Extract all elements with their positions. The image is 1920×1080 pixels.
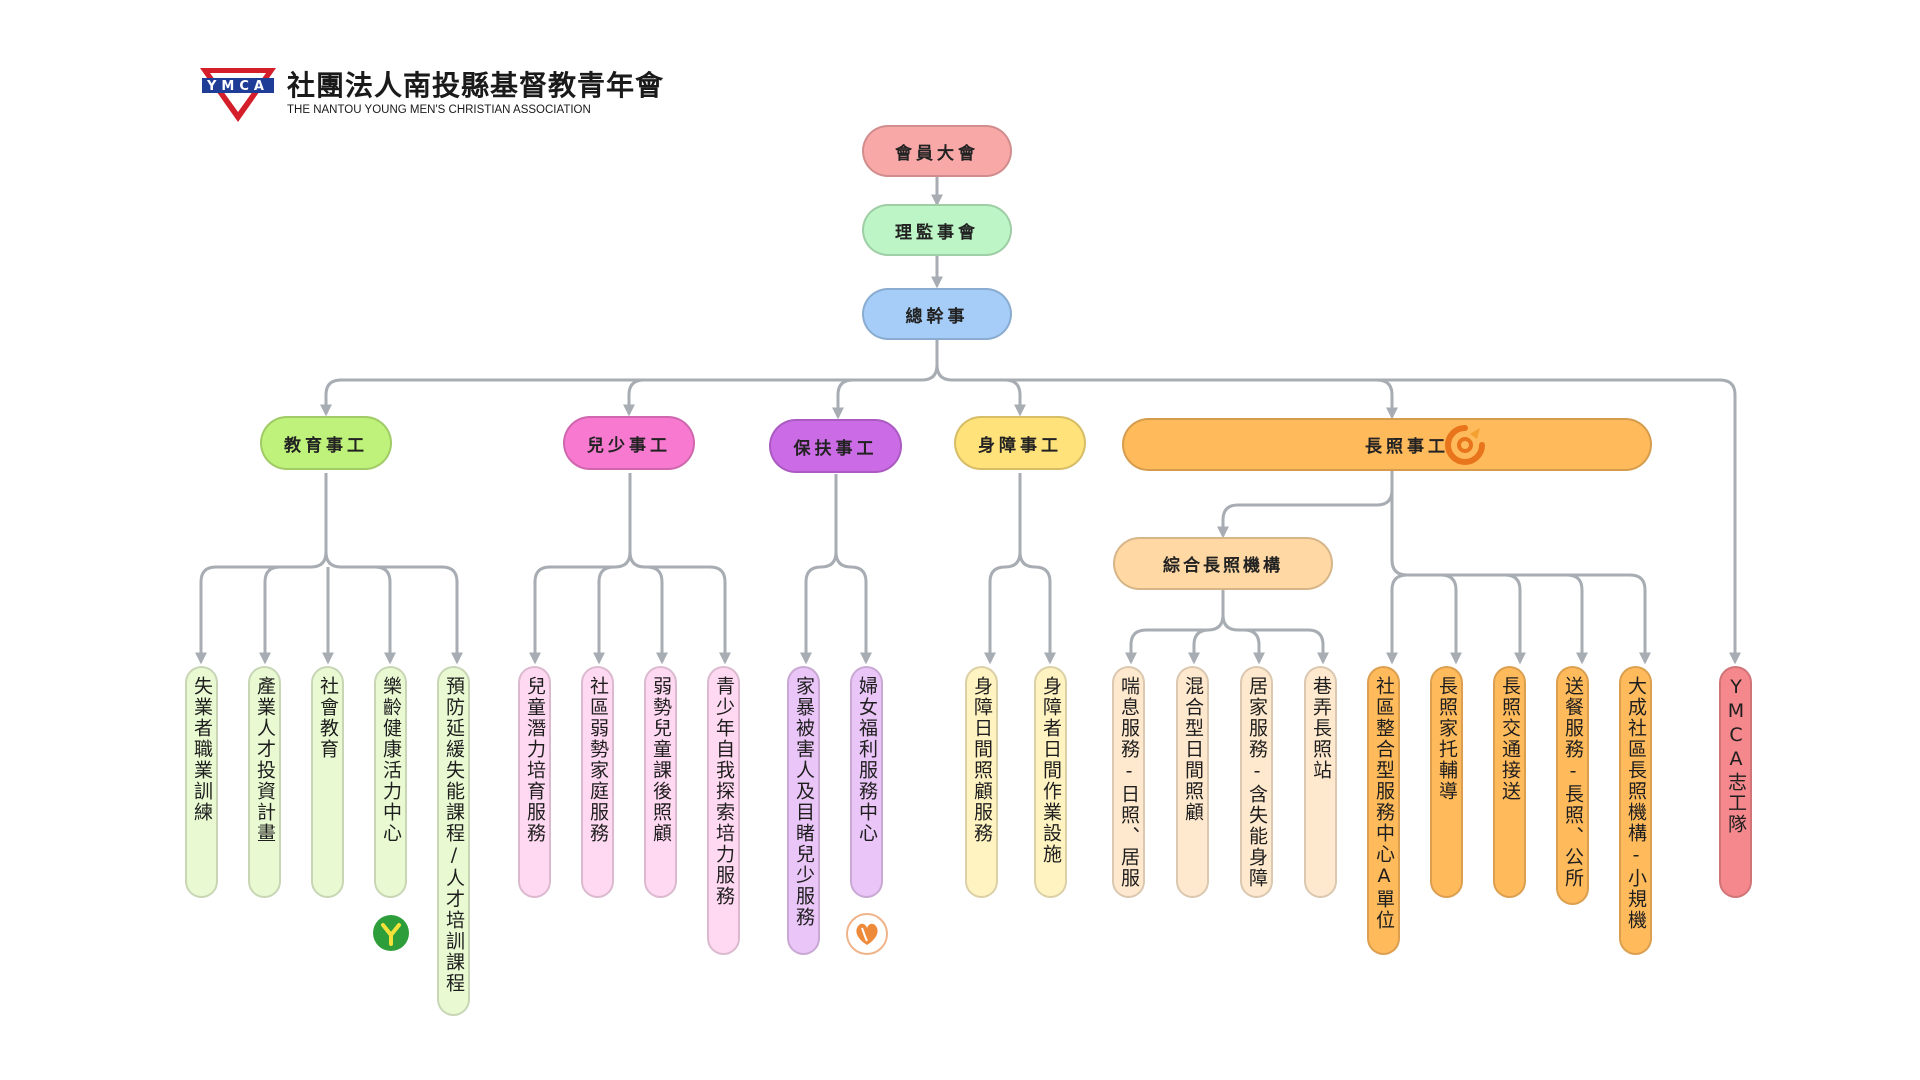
leaf-home-services: 居家服務-含失能身障 [1240, 666, 1273, 898]
leaf-disadvantaged-family-services: 社區弱勢家庭服務 [581, 666, 614, 898]
integrated-ltc-institution-node: 綜合長照機構 [1113, 537, 1333, 590]
board-node: 理監事會 [862, 204, 1012, 256]
leaf-disability-day-workshop: 身障者日間作業設施 [1034, 666, 1067, 898]
leaf-unemployed-vocational-training: 失業者職業訓練 [185, 666, 218, 898]
leaf-active-aging-center: 樂齡健康活力中心 [374, 666, 407, 898]
leaf-meal-delivery: 送餐服務-長照、公所 [1556, 666, 1589, 905]
leaf-child-potential-development: 兒童潛力培育服務 [518, 666, 551, 898]
leaf-dacheng-small-facility: 大成社區長照機構-小規機 [1619, 666, 1652, 955]
organization-logo: YMCA 社團法人南投縣基督教青年會 THE NANTOU YOUNG MEN'… [200, 64, 663, 128]
leaf-respite-services: 喘息服務-日照、居服 [1112, 666, 1145, 898]
disability-department-node: 身障事工 [954, 416, 1086, 470]
active-aging-icon [373, 915, 409, 951]
org-name-chinese: 社團法人南投縣基督教青年會 [287, 69, 665, 102]
youth-department-node: 兒少事工 [563, 416, 695, 470]
leaf-mixed-day-care: 混合型日間照顧 [1176, 666, 1209, 898]
leaf-family-care-guidance: 長照家托輔導 [1430, 666, 1463, 898]
leaf-community-care-station: 巷弄長照站 [1304, 666, 1337, 898]
leaf-industrial-talent-investment: 產業人才投資計畫 [248, 666, 281, 898]
leaf-social-education: 社會教育 [311, 666, 344, 898]
leaf-youth-self-exploration: 青少年自我探索培力服務 [707, 666, 740, 955]
leaf-after-school-care: 弱勢兒童課後照顧 [644, 666, 677, 898]
ymca-triangle-icon: YMCA [200, 68, 276, 122]
leaf-disability-prevention-courses: 預防延緩失能課程/人才培訓課程 [437, 666, 470, 1016]
org-name-english: THE NANTOU YOUNG MEN'S CHRISTIAN ASSOCIA… [287, 104, 591, 116]
secretary-general-node: 總幹事 [862, 288, 1012, 340]
women-center-icon [846, 913, 888, 955]
long-term-care-label: 長照事工 [1365, 437, 1449, 457]
leaf-disability-day-care: 身障日間照顧服務 [965, 666, 998, 898]
leaf-domestic-violence-services: 家暴被害人及目睹兒少服務 [787, 666, 820, 955]
leaf-integrated-service-center-a: 社區整合型服務中心A單位 [1367, 666, 1400, 955]
education-department-node: 教育事工 [260, 416, 392, 470]
long-term-care-department-node: 長照事工 [1122, 418, 1652, 471]
ymca-logo-text: YMCA [206, 79, 269, 94]
leaf-ymca-volunteer-team: YMCA志工隊 [1719, 666, 1752, 898]
protection-department-node: 保扶事工 [769, 419, 902, 473]
general-assembly-node: 會員大會 [862, 125, 1012, 177]
leaf-transportation-services: 長照交通接送 [1493, 666, 1526, 898]
leaf-women-welfare-center: 婦女福利服務中心 [850, 666, 883, 898]
ltc-badge-icon [1445, 425, 1485, 465]
